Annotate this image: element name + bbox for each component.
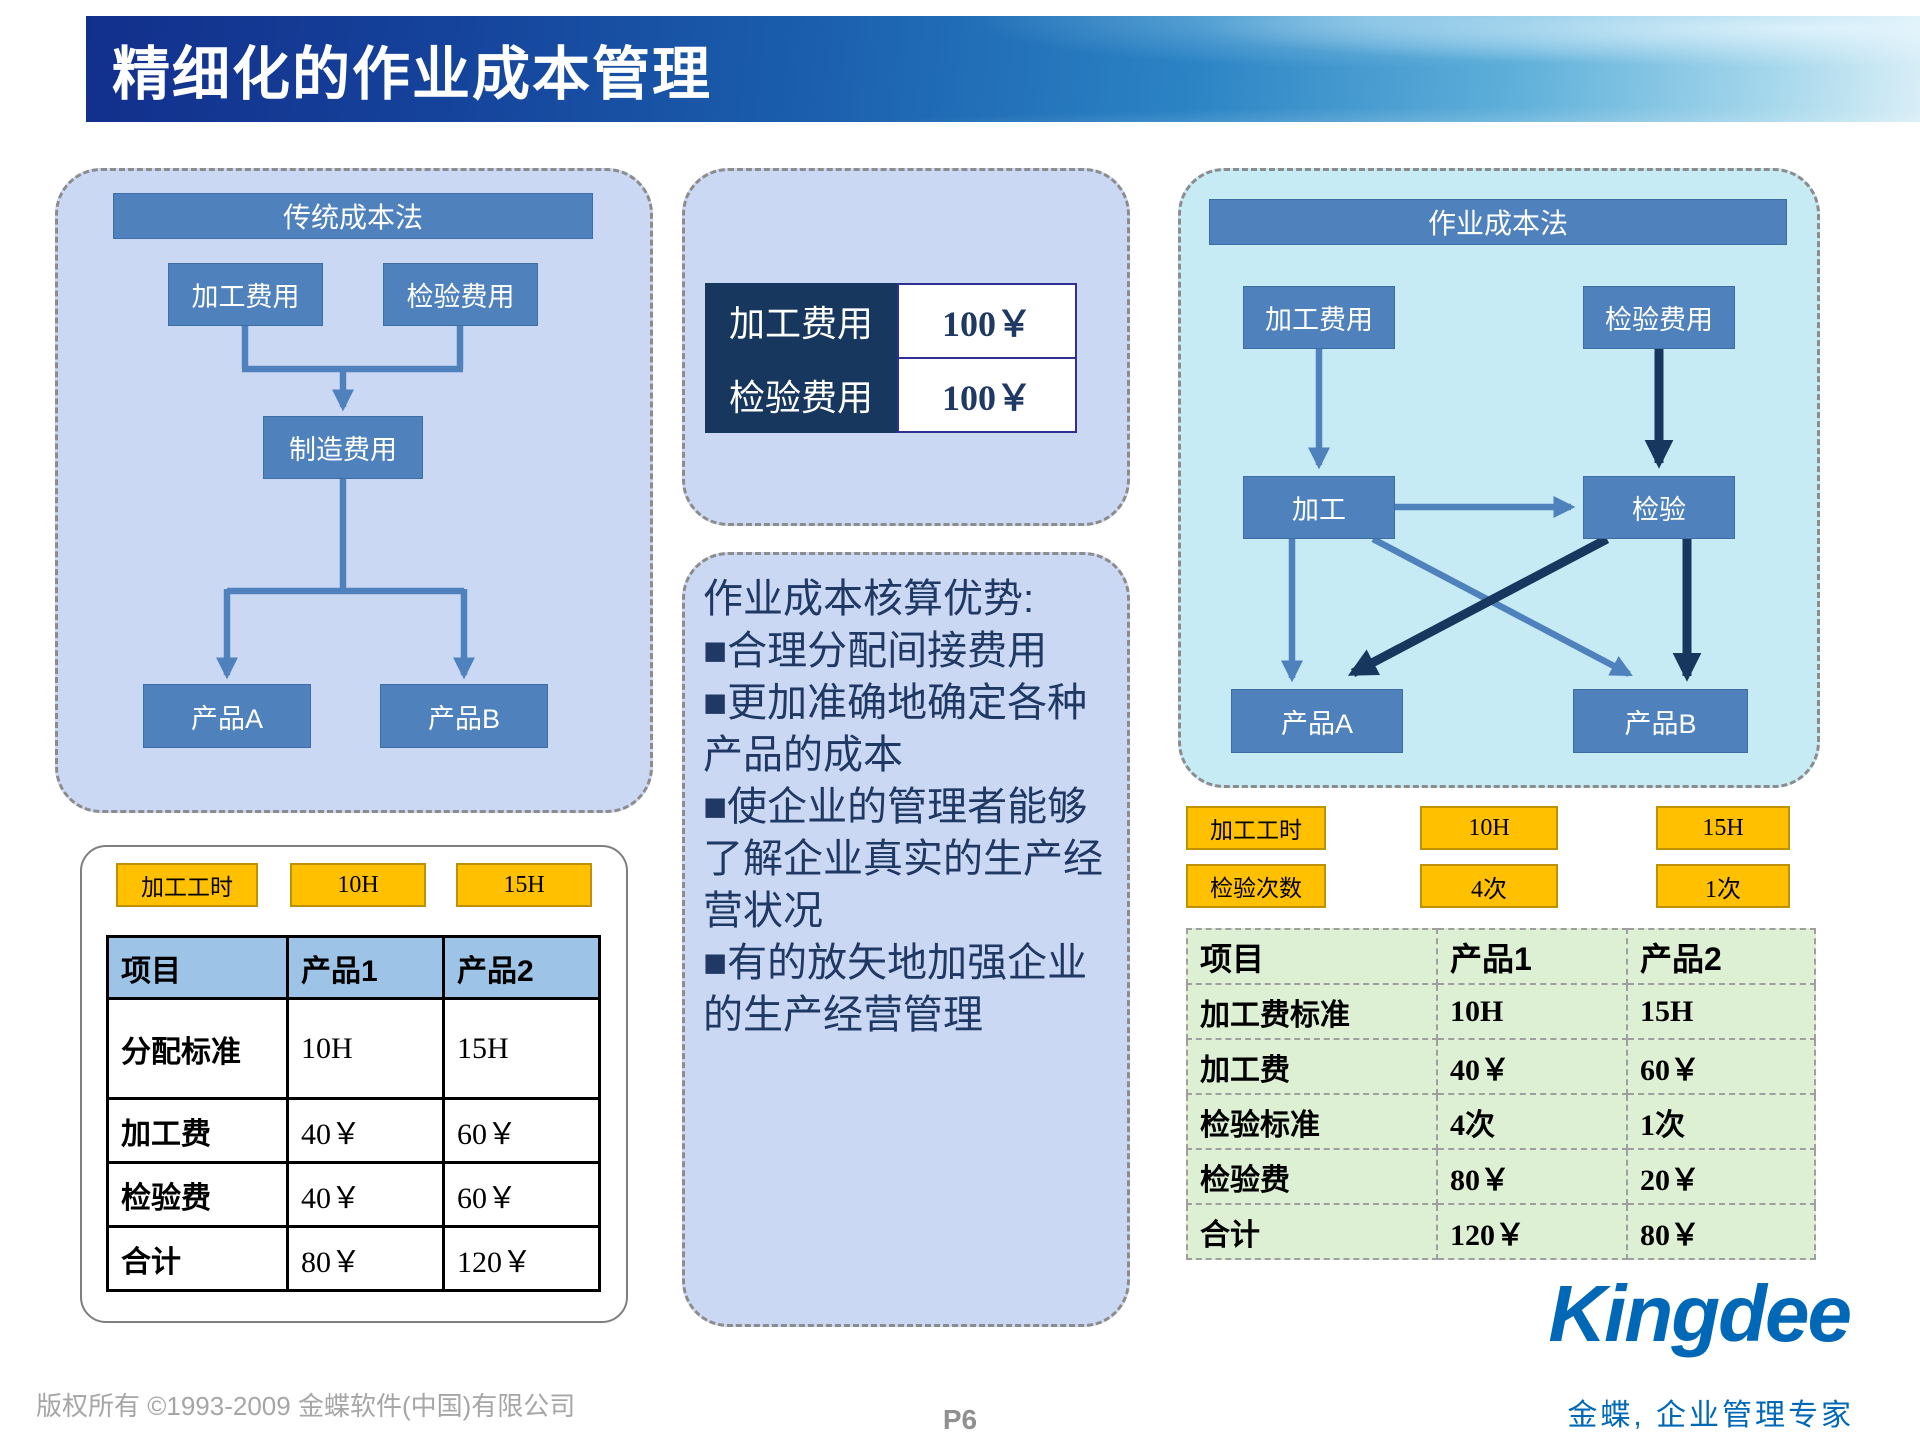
traditional-costing-panel: 传统成本法 加工费用 检验费用 制造费用 产品A 产品B [55, 168, 653, 813]
cell-value: 1次 [1626, 1093, 1816, 1150]
cell-value: 60￥ [442, 1097, 601, 1164]
chip-processing-hours-label: 加工工时 [1186, 806, 1326, 850]
row-label: 加工费 [106, 1097, 289, 1164]
advantages-text: 作业成本核算优势: ■合理分配间接费用 ■更加准确地确定各种产品的成本 ■使企业… [703, 573, 1109, 1041]
chip-processing-hours-p2: 15H [1656, 806, 1790, 850]
cell-value: 60￥ [442, 1161, 601, 1228]
fee-row: 检验费用 100￥ [705, 357, 1077, 433]
col-header-product1: 产品1 [286, 935, 445, 1000]
table-row: 合计 80￥ 120￥ [106, 1225, 601, 1292]
kingdee-tagline: 金蝶, 企业管理专家 [1567, 1399, 1854, 1432]
table-row: 加工费 40￥ 60￥ [1186, 1038, 1816, 1095]
traditional-method-title-bar: 传统成本法 [113, 193, 593, 239]
node-manufacturing-fee: 制造费用 [263, 416, 423, 479]
col-header-item: 项目 [106, 935, 289, 1000]
chip-processing-hours-p1: 10H [1420, 806, 1558, 850]
fee-value-inspection: 100￥ [897, 357, 1077, 433]
col-header-product1: 产品1 [1436, 928, 1628, 985]
chip-inspection-count-label: 检验次数 [1186, 864, 1326, 908]
cell-value: 120￥ [442, 1225, 601, 1292]
col-header-product2: 产品2 [442, 935, 601, 1000]
node-inspection-activity: 检验 [1583, 476, 1735, 539]
col-header-product2: 产品2 [1626, 928, 1816, 985]
header-banner: 精细化的作业成本管理 [86, 16, 1920, 122]
table-row: 加工费标准 10H 15H [1186, 983, 1816, 1040]
row-label: 检验费 [1186, 1148, 1438, 1205]
row-label: 合计 [1186, 1203, 1438, 1260]
copyright-text: 版权所有 ©1993-2009 金蝶软件(中国)有限公司 [36, 1391, 576, 1421]
row-label: 合计 [106, 1225, 289, 1292]
cell-value: 10H [286, 997, 445, 1100]
kingdee-logo: Kingdee [1548, 1269, 1852, 1358]
traditional-summary-panel: 加工工时 10H 15H 项目 产品1 产品2 分配标准 10H 15H 加工费… [80, 845, 628, 1323]
node-processing-activity: 加工 [1243, 476, 1395, 539]
fee-table: 加工费用 100￥ 检验费用 100￥ [705, 283, 1077, 433]
col-header-item: 项目 [1186, 928, 1438, 985]
row-label: 加工费 [1186, 1038, 1438, 1095]
node-processing-fee: 加工费用 [1243, 286, 1395, 349]
cell-value: 40￥ [286, 1161, 445, 1228]
cell-value: 80￥ [1436, 1148, 1628, 1205]
node-inspection-fee: 检验费用 [383, 263, 538, 326]
chip-processing-hours-label: 加工工时 [116, 863, 258, 907]
cell-value: 10H [1436, 983, 1628, 1040]
advantage-item: ■有的放矢地加强企业的生产经营管理 [703, 941, 1088, 1037]
cell-value: 80￥ [1626, 1203, 1816, 1260]
advantage-item: ■更加准确地确定各种产品的成本 [703, 681, 1088, 777]
row-label: 检验费 [106, 1161, 289, 1228]
node-processing-fee: 加工费用 [168, 263, 323, 326]
node-product-b: 产品B [380, 684, 548, 748]
abc-panel: 作业成本法 加工费用 检验费用 加工 检验 产品A 产品B [1178, 168, 1820, 788]
traditional-cost-table: 项目 产品1 产品2 分配标准 10H 15H 加工费 40￥ 60￥ 检验费 … [106, 935, 601, 1292]
table-header-row: 项目 产品1 产品2 [106, 935, 601, 1000]
fee-label-processing: 加工费用 [705, 283, 897, 359]
cell-value: 60￥ [1626, 1038, 1816, 1095]
chip-inspection-count-p2: 1次 [1656, 864, 1790, 908]
table-row: 加工费 40￥ 60￥ [106, 1097, 601, 1164]
advantages-panel: 作业成本核算优势: ■合理分配间接费用 ■更加准确地确定各种产品的成本 ■使企业… [682, 552, 1130, 1327]
advantages-title: 作业成本核算优势: [703, 577, 1035, 621]
cell-value: 15H [442, 997, 601, 1100]
table-row: 检验费 80￥ 20￥ [1186, 1148, 1816, 1205]
node-product-a: 产品A [1231, 689, 1403, 753]
fee-row: 加工费用 100￥ [705, 283, 1077, 359]
page-title: 精细化的作业成本管理 [112, 42, 713, 107]
abc-cost-table: 项目 产品1 产品2 加工费标准 10H 15H 加工费 40￥ 60￥ 检验标… [1186, 928, 1816, 1260]
cell-value: 20￥ [1626, 1148, 1816, 1205]
cell-value: 80￥ [286, 1225, 445, 1292]
row-label: 检验标准 [1186, 1093, 1438, 1150]
cell-value: 120￥ [1436, 1203, 1628, 1260]
advantage-item: ■使企业的管理者能够了解企业真实的生产经营状况 [703, 785, 1103, 933]
chip-processing-hours-p2: 15H [456, 863, 592, 907]
table-header-row: 项目 产品1 产品2 [1186, 928, 1816, 985]
node-inspection-fee: 检验费用 [1583, 286, 1735, 349]
chip-processing-hours-p1: 10H [290, 863, 426, 907]
cell-value: 40￥ [1436, 1038, 1628, 1095]
table-row: 合计 120￥ 80￥ [1186, 1203, 1816, 1260]
abc-method-title-bar: 作业成本法 [1209, 199, 1787, 245]
page-number: P6 [942, 1404, 978, 1435]
row-label: 加工费标准 [1186, 983, 1438, 1040]
table-row: 分配标准 10H 15H [106, 997, 601, 1100]
chip-inspection-count-p1: 4次 [1420, 864, 1558, 908]
table-row: 检验费 40￥ 60￥ [106, 1161, 601, 1228]
node-product-a: 产品A [143, 684, 311, 748]
cell-value: 15H [1626, 983, 1816, 1040]
fee-amounts-panel: 加工费用 100￥ 检验费用 100￥ [682, 168, 1130, 526]
fee-label-inspection: 检验费用 [705, 357, 897, 433]
cell-value: 4次 [1436, 1093, 1628, 1150]
cell-value: 40￥ [286, 1097, 445, 1164]
table-row: 检验标准 4次 1次 [1186, 1093, 1816, 1150]
row-label: 分配标准 [106, 997, 289, 1100]
node-product-b: 产品B [1573, 689, 1748, 753]
fee-value-processing: 100￥ [897, 283, 1077, 359]
advantage-item: ■合理分配间接费用 [703, 629, 1048, 673]
